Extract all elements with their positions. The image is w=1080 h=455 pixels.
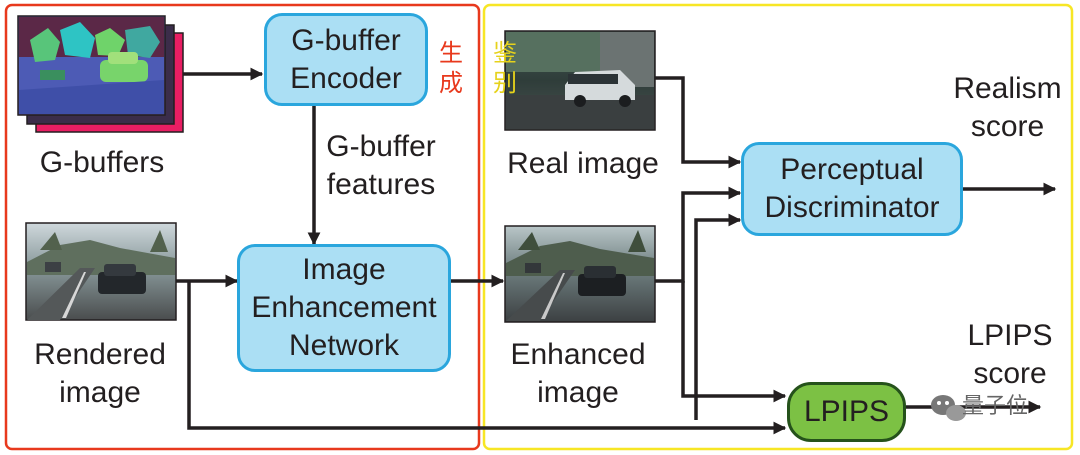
arrow-enhanced-to-lpips — [681, 281, 787, 403]
gbuffer-features-label: G-buffer features — [326, 130, 436, 201]
generator-region-frame — [4, 3, 481, 451]
realism-score-label: Realism score — [953, 72, 1062, 143]
real-image-label: Real image — [507, 147, 659, 180]
lpips-score-label: LPIPS score — [967, 319, 1053, 390]
enhanced-image-label: Enhanced image — [510, 338, 646, 409]
wechat-logo-icon — [931, 395, 966, 421]
gbuffer-encoder-block: G-buffer Encoder — [264, 13, 428, 106]
connectors — [176, 67, 1057, 435]
gbuffers-label: G-buffers — [39, 146, 165, 179]
rendered-image-label: Rendered image — [34, 338, 166, 409]
lpips-block: LPIPS — [787, 382, 906, 442]
generate-region-label: 生成 — [439, 39, 463, 97]
rendered-image-thumbnail — [25, 222, 177, 321]
real-image-thumbnail — [504, 30, 656, 131]
perceptual-discriminator-block: Perceptual Discriminator — [741, 142, 963, 236]
discriminate-region-label: 鉴别 — [493, 39, 517, 97]
arrow-enhanced-to-discriminator-2 — [694, 213, 742, 420]
enhanced-image-thumbnail — [504, 225, 656, 323]
image-enhancement-network-block: Image Enhancement Network — [237, 244, 451, 372]
arrow-real-to-discriminator — [655, 76, 742, 169]
arrow-rendered-to-lpips — [187, 281, 787, 435]
watermark-text: 量子位 — [962, 394, 1029, 419]
gbuffer-stack-image — [17, 15, 184, 133]
discriminator-region-frame — [482, 3, 1074, 451]
arrow-enhanced-to-discriminator — [655, 186, 742, 283]
